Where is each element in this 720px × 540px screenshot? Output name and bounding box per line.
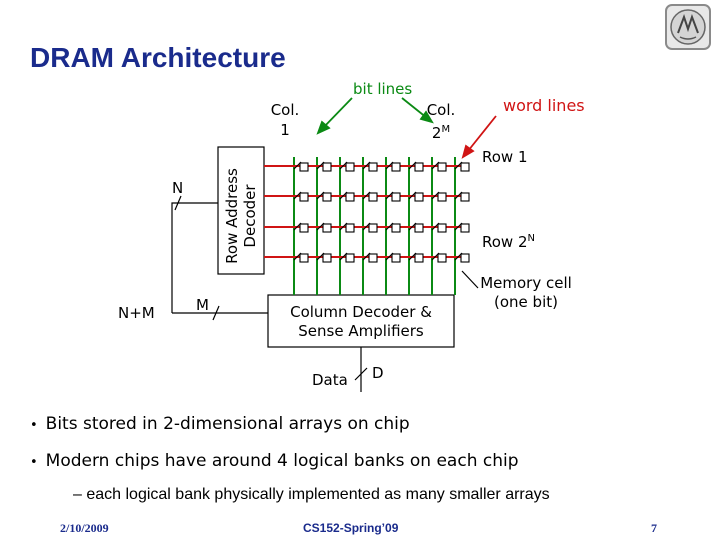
col-first-text: Col. [270,101,300,119]
footer-course: CS152-Spring’09 [303,521,399,535]
address-bus-line [171,202,268,314]
footer-page-number: 7 [651,521,657,535]
row-last-label: Row 2N [482,233,535,251]
row-decoder-line2: Decoder [241,184,259,248]
bullet-dot: • [30,418,38,433]
col-first-index: 1 [280,121,290,139]
bullet-dot: • [30,455,38,470]
footer-date: 2/10/2009 [60,521,109,535]
slide-title: DRAM Architecture [30,42,286,73]
row-decoder-box [217,146,265,275]
col-last-index-exp: M [441,124,451,135]
row-last-exp: N [527,233,535,244]
bullet-item: • Modern chips have around 4 logical bank… [30,451,519,471]
memory-cell-pointer [461,270,479,289]
column-decoder-line2: Sense Amplifiers [298,322,424,340]
bit-lines-label: bit lines [353,80,413,98]
bullet-text: Modern chips have around 4 logical banks… [45,451,519,471]
row-last-base: Row 2 [482,233,528,251]
column-decoder-label: Column Decoder & Sense Amplifiers [268,303,454,341]
university-seal-icon [665,4,711,50]
data-label: Data [312,371,348,389]
memory-cell-line1: Memory cell [480,274,572,292]
sub-bullet-item: – each logical bank physically implement… [73,486,550,503]
column-decoder-line1: Column Decoder & [290,303,432,321]
bit-line-arrows [316,97,434,135]
nm-label: N+M [118,304,155,322]
bullet-item: • Bits stored in 2-dimensional arrays on … [30,414,410,434]
row-first-label: Row 1 [482,148,528,166]
row-decoder-label: Row Address Decoder [223,152,259,280]
word-lines-label: word lines [503,96,585,115]
memory-cells [293,161,470,263]
col-last-index-base: 2 [431,124,442,142]
n-bus-slash [174,195,182,211]
word-line-arrow [461,115,497,159]
col-last-label: Col. 2M [418,100,464,143]
col-last-text: Col. [426,101,456,119]
data-bus-slash [354,367,368,381]
m-bus-slash [212,305,220,321]
row-decoder-line1: Row Address [223,168,241,264]
m-label: M [196,296,209,314]
memory-cell-label: Memory cell (one bit) [466,274,586,312]
column-decoder-box [267,294,455,348]
n-label: N [172,179,184,197]
memory-cell-line2: (one bit) [494,293,558,311]
bullet-text: Bits stored in 2-dimensional arrays on c… [45,414,410,434]
col-first-label: Col. 1 [262,100,308,140]
d-label: D [372,364,384,382]
